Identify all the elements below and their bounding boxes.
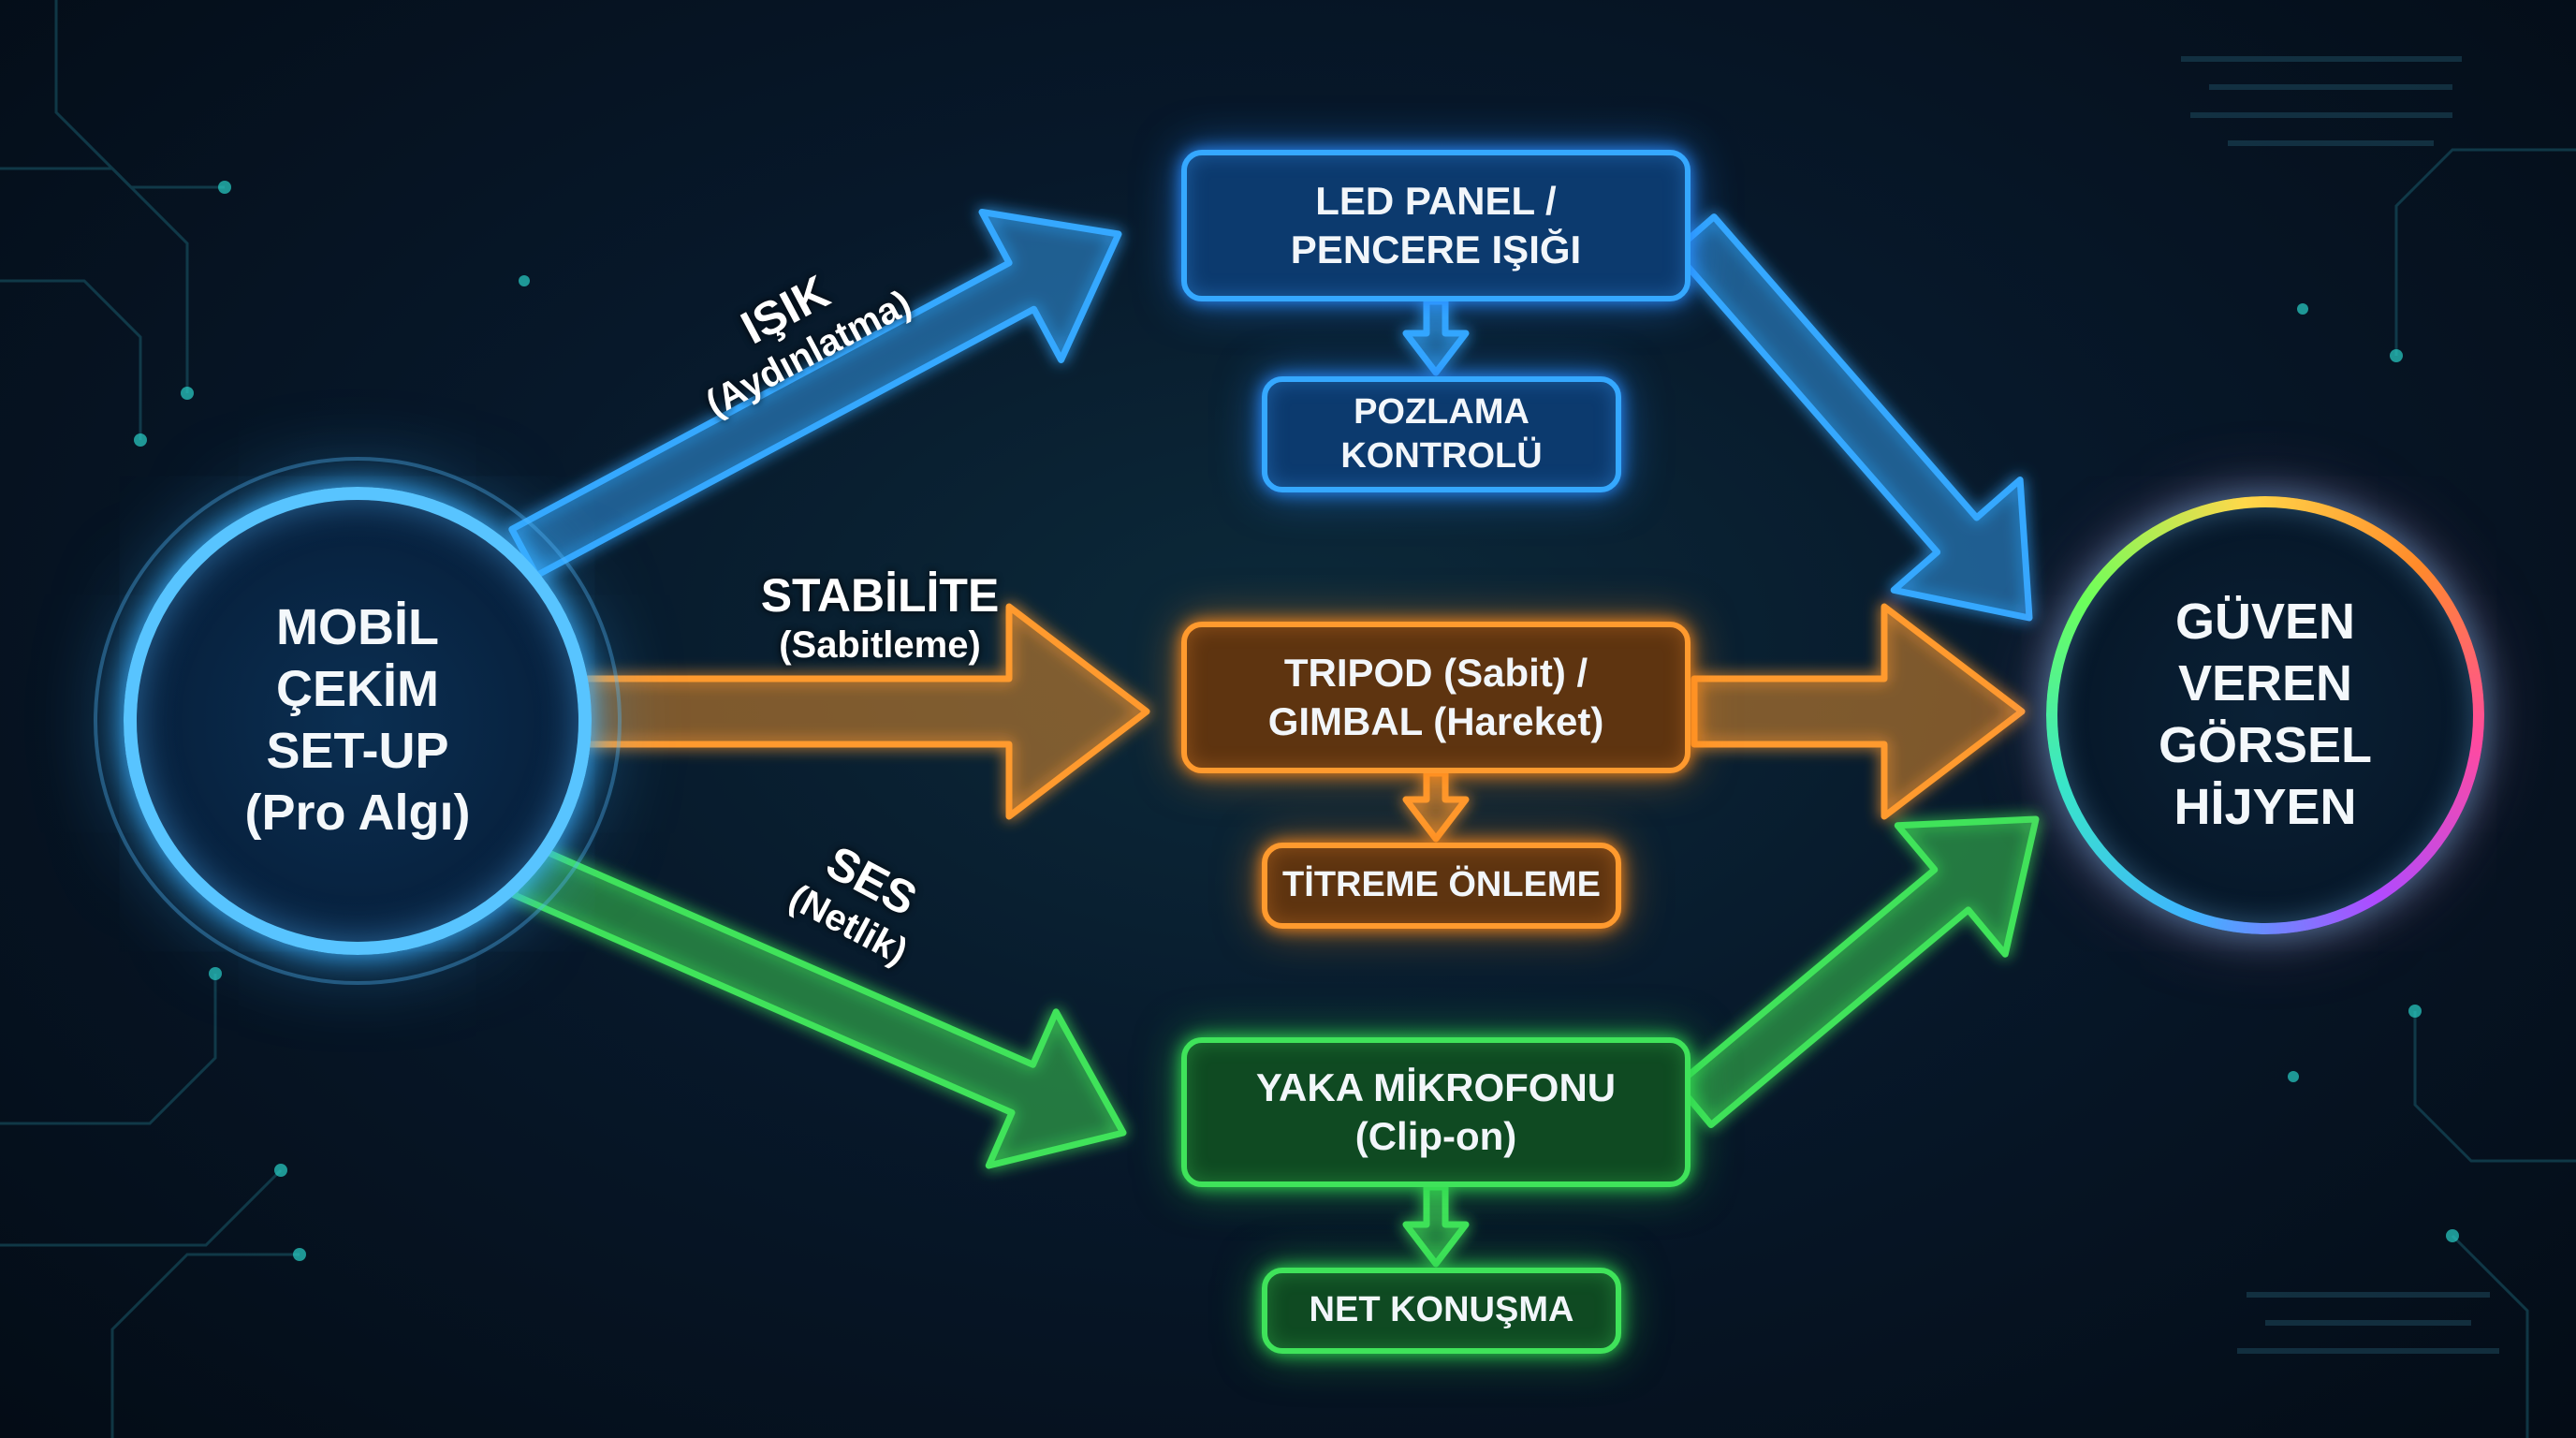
box-pozlama-kontrolu: POZLAMA KONTROLÜ <box>1262 376 1621 492</box>
target-gradient-ring: GÜVEN VEREN GÖRSEL HİJYEN <box>2046 496 2484 934</box>
arrow-source-to-yaka <box>510 843 1127 1169</box>
source-line: (Pro Algı) <box>244 784 471 841</box>
box-line: KONTROLÜ <box>1340 436 1543 476</box>
source-line: SET-UP <box>266 723 449 779</box>
arrow-led-panel-to-target <box>1671 213 2033 622</box>
source-line: MOBİL <box>276 599 439 656</box>
arrow-yaka-to-target <box>1674 815 2040 1128</box>
arrow-led-panel-to-pozlama <box>1402 298 1470 376</box>
box-line: POZLAMA <box>1354 391 1530 432</box>
label-stabilite: STABİLİTE (Sabitleme) <box>721 569 1039 667</box>
box-line: PENCERE IŞIĞI <box>1290 227 1582 271</box>
box-net-konusma: NET KONUŞMA <box>1262 1268 1621 1354</box>
label-stabilite-main: STABİLİTE <box>760 569 1000 622</box>
arrow-tripod-to-titreme <box>1402 770 1470 843</box>
box-line: TİTREME ÖNLEME <box>1282 865 1601 905</box>
arrow-source-to-led-panel <box>508 209 1122 580</box>
target-line: GÖRSEL <box>2158 717 2373 773</box>
arrow-source-to-tripod <box>581 603 1150 820</box>
box-line: (Clip-on) <box>1354 1114 1517 1158</box>
source-line: ÇEKİM <box>276 661 439 718</box>
source-node-mobil-cekim-setup: MOBİL ÇEKİM SET-UP (Pro Algı) <box>124 487 592 955</box>
target-line: VEREN <box>2177 655 2353 712</box>
target-line: GÜVEN <box>2174 594 2356 651</box>
box-titreme-onleme: TİTREME ÖNLEME <box>1262 843 1621 929</box>
target-node-guven-veren-gorsel-hijyen: GÜVEN VEREN GÖRSEL HİJYEN <box>2057 507 2473 923</box>
arrow-yaka-to-net-konusma <box>1402 1183 1470 1268</box>
box-line: TRIPOD (Sabit) / <box>1283 650 1588 695</box>
source-outer-ring <box>94 457 622 985</box>
box-led-panel-pencere-isigi: LED PANEL / PENCERE IŞIĞI <box>1181 150 1690 301</box>
target-line: HİJYEN <box>2174 778 2357 835</box>
box-tripod-gimbal: TRIPOD (Sabit) / GIMBAL (Hareket) <box>1181 622 1690 773</box>
box-yaka-mikrofonu: YAKA MİKROFONU (Clip-on) <box>1181 1037 1690 1187</box>
box-line: YAKA MİKROFONU <box>1255 1064 1617 1109</box>
box-line: GIMBAL (Hareket) <box>1267 699 1604 743</box>
arrow-tripod-to-target <box>1690 603 2026 820</box>
box-line: NET KONUŞMA <box>1309 1290 1574 1330</box>
box-line: LED PANEL / <box>1315 178 1557 223</box>
label-stabilite-sub: (Sabitleme) <box>779 624 981 666</box>
